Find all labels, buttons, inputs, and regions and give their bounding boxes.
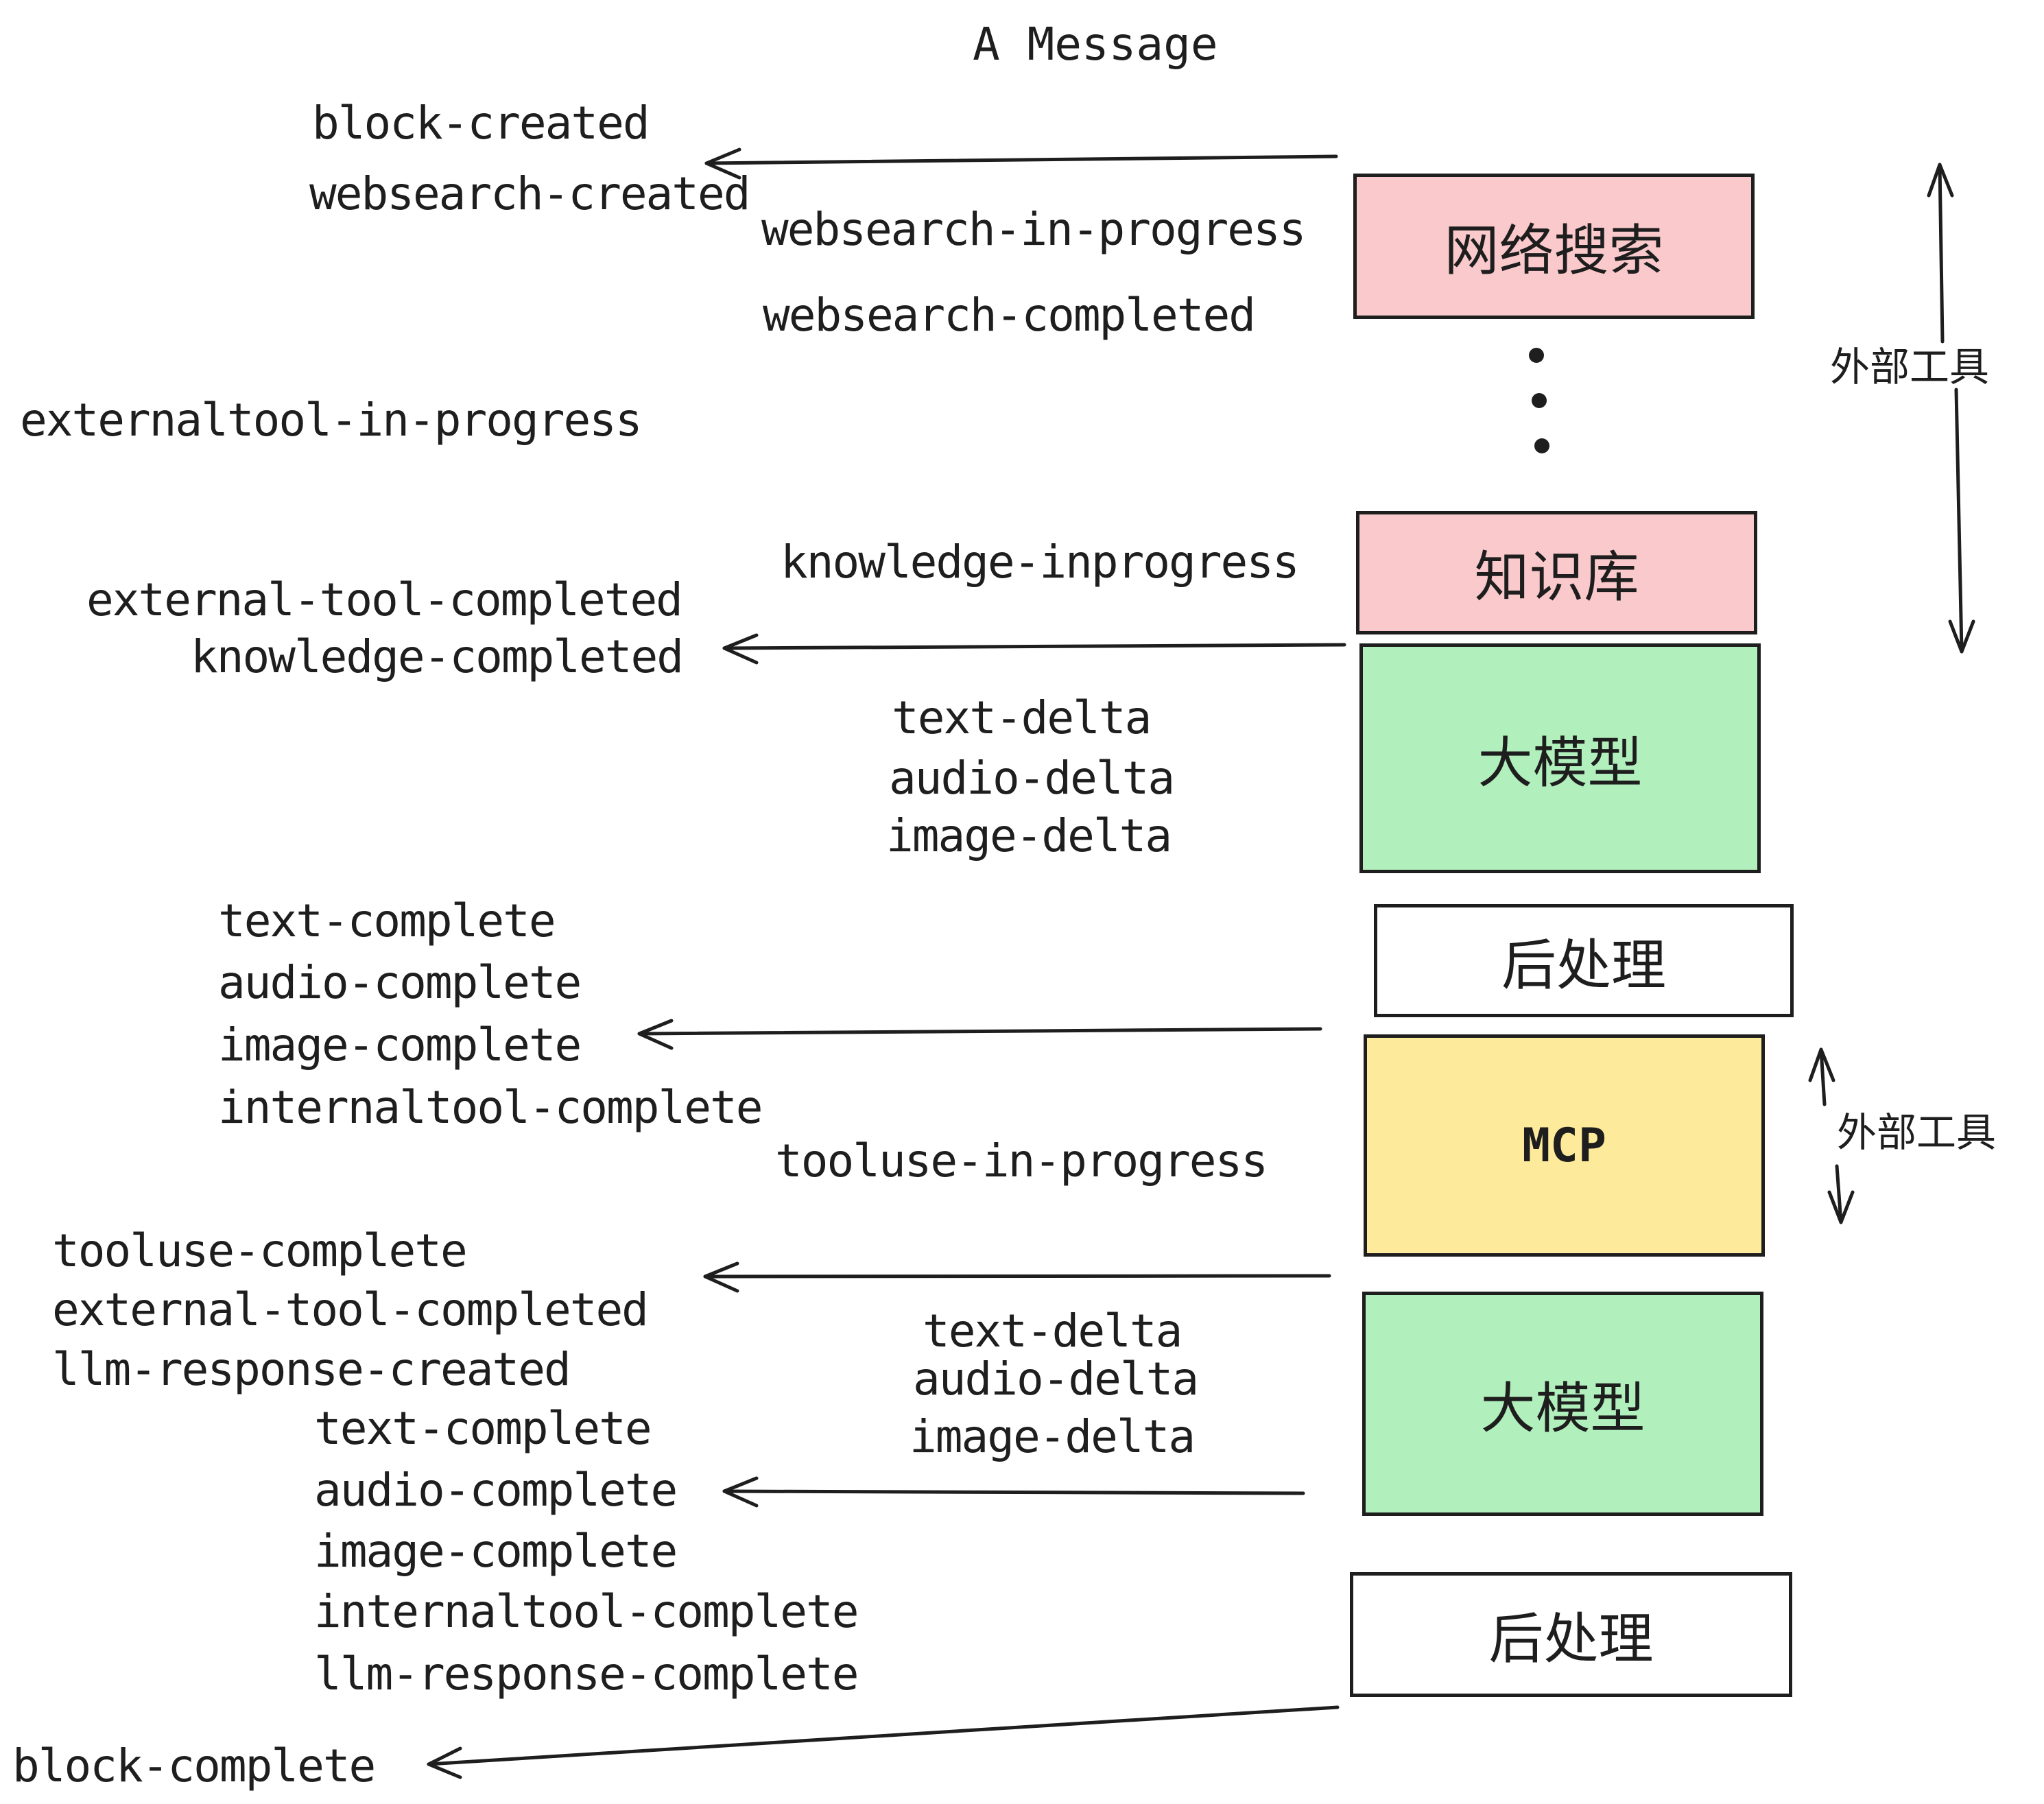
box-mcp-label: MCP	[1522, 1118, 1606, 1173]
event-label-llm-response-complete: llm-response-complete	[314, 1648, 859, 1700]
arrow-to-block-created	[704, 147, 1338, 180]
event-label-websearch-created: websearch-created	[309, 167, 751, 220]
box-postprocess-1-label: 后处理	[1501, 933, 1666, 997]
box-llm-1: 大模型	[1359, 643, 1761, 873]
external-tools-label-1: 外部工具	[1830, 344, 1990, 390]
arrow-to-image-complete	[637, 1019, 1322, 1050]
event-label-image-complete-2: image-complete	[314, 1525, 678, 1578]
event-label-audio-complete-1: audio-complete	[218, 956, 582, 1009]
event-label-image-delta-2: image-delta	[910, 1410, 1196, 1463]
box-knowledge-label: 知识库	[1474, 545, 1639, 609]
arrow-to-block-complete	[427, 1705, 1340, 1779]
event-label-block-complete: block-complete	[12, 1740, 376, 1792]
arrow-to-knowledge-completed	[722, 633, 1346, 665]
external-tools-arrow-up-1	[1927, 163, 1954, 344]
box-llm-2: 大模型	[1362, 1292, 1763, 1516]
event-label-audio-delta-2: audio-delta	[913, 1353, 1199, 1405]
event-label-block-created: block-created	[312, 97, 650, 150]
box-websearch-label: 网络搜索	[1444, 219, 1664, 283]
box-llm-2-label: 大模型	[1480, 1376, 1645, 1440]
diagram-title: A Message	[973, 18, 1218, 71]
box-llm-1-label: 大模型	[1477, 731, 1643, 795]
event-label-externaltool-in-progress: externaltool-in-progress	[20, 394, 643, 447]
box-postprocess-2-label: 后处理	[1488, 1607, 1654, 1671]
event-label-image-complete-1: image-complete	[218, 1019, 582, 1071]
event-label-knowledge-completed: knowledge-completed	[191, 630, 684, 683]
box-knowledge: 知识库	[1356, 511, 1757, 634]
arrow-to-tooluse-complete	[703, 1261, 1331, 1293]
event-label-audio-delta-1: audio-delta	[889, 752, 1175, 805]
box-mcp: MCP	[1364, 1034, 1765, 1257]
event-label-audio-complete-2: audio-complete	[314, 1464, 678, 1517]
event-label-external-tool-completed-2: external-tool-completed	[52, 1283, 649, 1336]
event-label-tooluse-complete: tooluse-complete	[52, 1224, 468, 1277]
event-label-websearch-completed: websearch-completed	[763, 289, 1256, 342]
event-label-external-tool-completed: external-tool-completed	[86, 573, 683, 626]
external-tools-arrow-up-2	[1808, 1047, 1835, 1106]
vertical-ellipsis-icon	[1529, 348, 1549, 453]
box-websearch: 网络搜索	[1353, 174, 1755, 319]
event-label-text-delta-2: text-delta	[923, 1305, 1183, 1357]
external-tools-label-2: 外部工具	[1837, 1109, 1997, 1156]
event-label-internaltool-complete-2: internaltool-complete	[314, 1585, 859, 1638]
event-label-knowledge-inprogress: knowledge-inprogress	[781, 536, 1300, 589]
event-label-llm-response-created: llm-response-created	[52, 1343, 571, 1396]
external-tools-arrow-down-1	[1948, 388, 1975, 654]
event-label-internaltool-complete-1: internaltool-complete	[218, 1081, 763, 1134]
event-label-websearch-in-progress: websearch-in-progress	[761, 203, 1306, 256]
event-label-image-delta-1: image-delta	[886, 809, 1172, 862]
box-postprocess-2: 后处理	[1350, 1572, 1792, 1697]
arrow-to-audio-complete	[722, 1476, 1305, 1508]
external-tools-arrow-down-2	[1827, 1164, 1855, 1224]
event-label-text-delta-1: text-delta	[892, 691, 1152, 744]
box-postprocess-1: 后处理	[1374, 904, 1794, 1017]
event-label-text-complete-1: text-complete	[218, 894, 556, 947]
event-label-tooluse-in-progress: tooluse-in-progress	[775, 1135, 1268, 1187]
event-label-text-complete-2: text-complete	[314, 1402, 652, 1455]
